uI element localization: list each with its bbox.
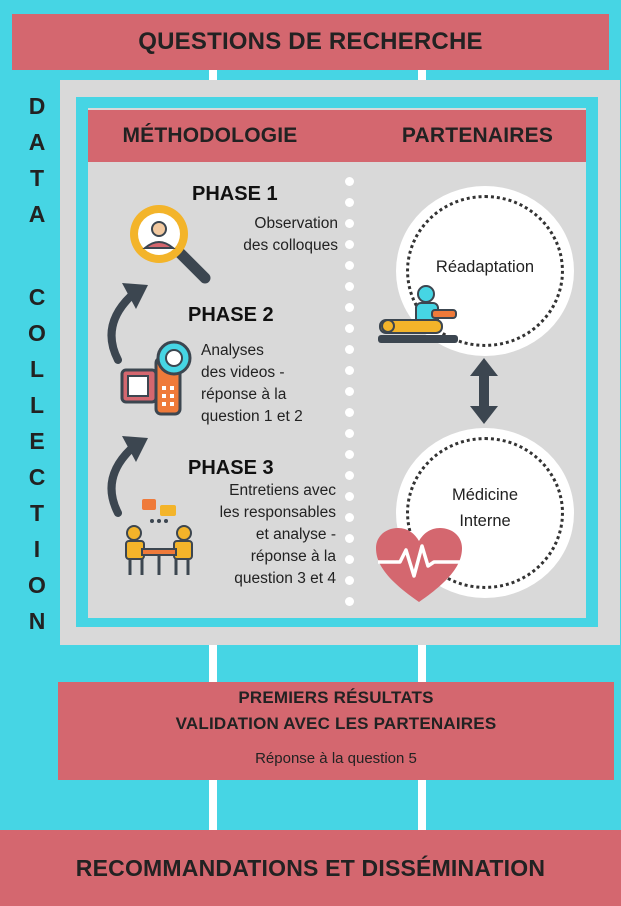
phase-2-title: PHASE 2 xyxy=(188,304,274,326)
data-letter: A xyxy=(28,201,46,227)
phase-3-line: réponse à la xyxy=(250,548,336,565)
header-band: QUESTIONS DE RECHERCHE xyxy=(12,14,609,70)
data-letter: A xyxy=(28,129,46,155)
collection-letter: C xyxy=(28,464,46,490)
results-sub: Réponse à la question 5 xyxy=(255,750,417,767)
phase-3-line: Entretiens avec xyxy=(229,482,336,499)
double-arrow-icon xyxy=(470,358,498,424)
partner-medicine-line: Interne xyxy=(459,512,511,530)
footer-band: RECOMMANDATIONS ET DISSÉMINATION xyxy=(0,830,621,906)
partenaires-label: PARTENAIRES xyxy=(401,124,554,147)
footer-title: RECOMMANDATIONS ET DISSÉMINATION xyxy=(75,855,546,881)
phase-1-text: Observation des colloques xyxy=(196,213,338,257)
curved-arrow-icon xyxy=(107,436,148,517)
curved-arrow-icon xyxy=(107,283,148,364)
rehab-patient-icon xyxy=(378,285,458,343)
partner-medicine-line: Médicine xyxy=(451,486,519,504)
results-band xyxy=(58,682,614,780)
phase-1-title: PHASE 1 xyxy=(192,183,278,205)
results-line2: VALIDATION AVEC LES PARTENAIRES xyxy=(175,714,497,733)
heart-pulse-icon xyxy=(376,528,462,602)
partner-medicine-label: Médicine Interne xyxy=(406,482,564,534)
collection-letter: E xyxy=(29,428,45,454)
video-camera-icon xyxy=(120,340,192,416)
collection-letter: O xyxy=(28,572,46,598)
phase-2-line: réponse à la xyxy=(201,386,287,403)
phase-3-line: question 3 et 4 xyxy=(234,570,336,587)
results-line1: PREMIERS RÉSULTATS xyxy=(238,688,434,707)
meeting-icon xyxy=(125,499,193,575)
phase-1-line: Observation xyxy=(254,215,338,232)
partner-circle-border xyxy=(406,437,564,589)
data-letter: T xyxy=(29,165,45,191)
partner-readaptation-label: Réadaptation xyxy=(435,258,535,276)
collection-letter: I xyxy=(33,536,41,562)
phase-2-line: question 1 et 2 xyxy=(201,408,303,425)
phase-2-text: Analyses des videos - réponse à la quest… xyxy=(201,340,346,428)
collection-letter: L xyxy=(29,356,45,382)
columns-header xyxy=(88,110,586,162)
phase-3-line: les responsables xyxy=(219,504,336,521)
phase-3-title: PHASE 3 xyxy=(188,457,274,479)
collection-letter: T xyxy=(29,500,45,526)
phase-3-line: et analyse - xyxy=(255,526,336,543)
collection-letter: N xyxy=(28,608,46,634)
partner-circle-border xyxy=(406,195,564,347)
collection-letter: O xyxy=(28,320,46,346)
header-title: QUESTIONS DE RECHERCHE xyxy=(138,28,483,55)
collection-letter: C xyxy=(28,284,46,310)
phase-3-text: Entretiens avec les responsables et anal… xyxy=(192,480,336,590)
methodologie-label: MÉTHODOLOGIE xyxy=(122,124,298,147)
magnifier-person-icon xyxy=(130,205,211,284)
collection-letter: L xyxy=(29,392,45,418)
phase-1-line: des colloques xyxy=(243,237,338,254)
phase-2-line: Analyses xyxy=(201,342,264,359)
phase-2-line: des videos - xyxy=(201,364,285,381)
data-letter: D xyxy=(28,93,46,119)
